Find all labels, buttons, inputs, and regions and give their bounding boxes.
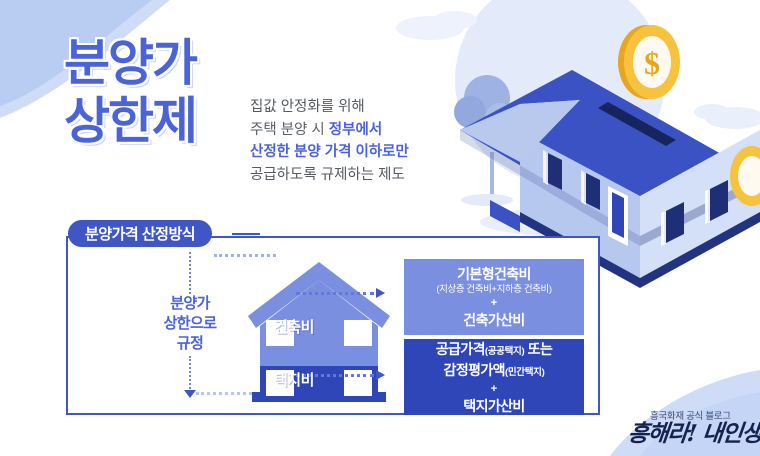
isometric-house-icon: $ xyxy=(454,25,760,288)
formula-2-main-b: 감정평가액 xyxy=(443,361,506,378)
vertical-dotted-line-top xyxy=(189,252,193,294)
formula-1-main: 기본형건축비 xyxy=(457,266,531,282)
description-line-1: 집값 안정화를 위해 xyxy=(250,99,365,115)
regulation-label-line-1: 분양가 xyxy=(170,295,210,312)
formula-2-operator: + xyxy=(490,382,498,395)
description-line-2-plain: 주택 분양 시 xyxy=(250,121,329,138)
svg-text:$: $ xyxy=(644,45,660,81)
description-block: 집값 안정화를 위해 주택 분양 시 정부에서 산정한 분양 가격 이하로만 공… xyxy=(250,96,409,186)
connector-dotted-line-1 xyxy=(296,292,374,295)
formula-1-operator: + xyxy=(490,297,498,309)
regulation-label-line-2: 상한으로 xyxy=(163,315,217,332)
brand-logo: 흥국화재 공식 블로그 흥해라! 내인생 xyxy=(626,408,760,447)
formula-2-main-b-sub: (민간택지) xyxy=(504,366,545,378)
house-lower-label: 택지비 xyxy=(274,372,314,389)
formula-2-main-a-sub: (공공택지) xyxy=(484,345,525,357)
connector-dotted-line-2 xyxy=(296,374,374,377)
regulation-label-line-3: 규정 xyxy=(176,335,204,352)
page-title-line-2: 상한제 xyxy=(64,93,198,149)
brand-title: 흥해라! 내인생 xyxy=(626,420,760,447)
page-title-line-1: 분양가 xyxy=(64,35,198,91)
formula-box-construction: 기본형건축비 (지상층 건축비+지하층 건축비) + 건축가산비 xyxy=(404,259,584,335)
formula-2-line-1: 공급가격(공공택지) 또는 xyxy=(435,340,553,361)
vertical-dotted-line-bottom xyxy=(189,356,193,392)
regulation-label: 분양가 상한으로 규정 xyxy=(140,294,240,354)
description-line-2: 주택 분양 시 정부에서 xyxy=(250,119,409,142)
dotted-line-top xyxy=(214,254,276,257)
connector-arrow-icon-2 xyxy=(376,370,385,380)
house-diagram-icon xyxy=(248,262,390,402)
formula-2-line-2: 감정평가액(민간택지) xyxy=(444,361,545,382)
page-title: 분양가 상한제 xyxy=(64,34,198,150)
connector-arrow-icon-1 xyxy=(376,288,385,298)
formula-1-main-2: 건축가산비 xyxy=(463,312,525,328)
formula-1-sub: (지상층 건축비+지하층 건축비) xyxy=(436,284,552,295)
formula-2-main-a-tail: 또는 xyxy=(524,340,553,357)
vertical-arrow-down-icon xyxy=(184,390,196,398)
panel-title-rule xyxy=(232,233,260,235)
house-upper-label: 건축비 xyxy=(274,319,314,336)
panel-title: 분양가격 산정방식 xyxy=(68,220,213,247)
description-line-3: 산정한 분양 가격 이하로만 xyxy=(250,144,409,160)
formula-2-main-2: 택지가산비 xyxy=(463,397,525,414)
brand-subtitle: 흥국화재 공식 블로그 xyxy=(650,411,731,422)
formula-2-main-a: 공급가격 xyxy=(435,340,486,357)
description-line-2-highlight: 정부에서 xyxy=(328,121,383,138)
description-line-4: 공급하도록 규제하는 제도 xyxy=(250,166,405,183)
dollar-coin-icon: $ xyxy=(618,25,680,99)
formula-box-land: 공급가격(공공택지) 또는 감정평가액(민간택지) + 택지가산비 xyxy=(404,339,584,415)
